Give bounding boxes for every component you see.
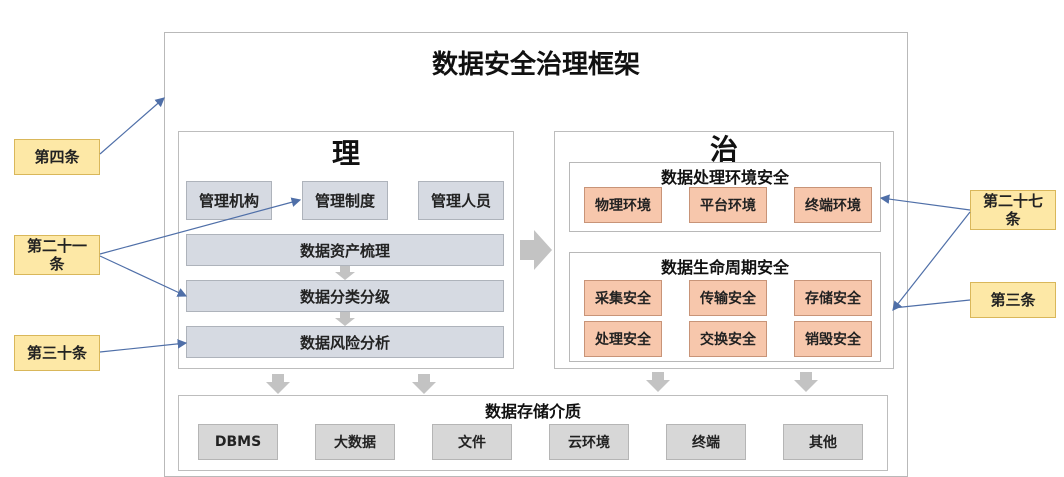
storage-title: 数据存储介质 xyxy=(484,402,581,421)
tag-article-30: 第三十条 xyxy=(14,335,100,371)
tag-article-3: 第三条 xyxy=(970,282,1056,318)
storage-cloud: 云环境 xyxy=(549,424,629,460)
platform-env-box: 平台环境 xyxy=(689,187,767,223)
left-panel-heading: 理 xyxy=(331,137,360,170)
asset-inventory-box: 数据资产梳理 xyxy=(186,234,504,266)
tag-article-4: 第四条 xyxy=(14,139,100,175)
risk-analysis-box: 数据风险分析 xyxy=(186,326,504,358)
exchange-security-box: 交换安全 xyxy=(689,321,767,357)
physical-env-box: 物理环境 xyxy=(584,187,662,223)
storage-dbms: DBMS xyxy=(198,424,278,460)
classification-box: 数据分类分级 xyxy=(186,280,504,312)
tag-article-27-label: 第二十七 条 xyxy=(982,192,1043,228)
env-security-title: 数据处理环境安全 xyxy=(660,168,789,187)
storage-file: 文件 xyxy=(432,424,512,460)
right-panel-heading: 治 xyxy=(709,133,738,166)
tag-article-27: 第二十七 条 xyxy=(970,190,1056,230)
page-title: 数据安全治理框架 xyxy=(431,50,640,80)
tag-article-21-label: 第二十一 条 xyxy=(26,237,87,273)
collection-security-box: 采集安全 xyxy=(584,280,662,316)
storage-panel xyxy=(178,395,888,471)
terminal-env-box: 终端环境 xyxy=(794,187,872,223)
lifecycle-security-title: 数据生命周期安全 xyxy=(660,258,789,277)
storage-bigdata: 大数据 xyxy=(315,424,395,460)
mgmt-policy-box: 管理制度 xyxy=(302,181,388,220)
processing-security-box: 处理安全 xyxy=(584,321,662,357)
mgmt-staff-box: 管理人员 xyxy=(418,181,504,220)
tag-article-21: 第二十一 条 xyxy=(14,235,100,275)
destruction-security-box: 销毁安全 xyxy=(794,321,872,357)
mgmt-org-box: 管理机构 xyxy=(186,181,272,220)
storage-other: 其他 xyxy=(783,424,863,460)
storage-terminal: 终端 xyxy=(666,424,746,460)
storage-security-box: 存储安全 xyxy=(794,280,872,316)
transmission-security-box: 传输安全 xyxy=(689,280,767,316)
connector-art4 xyxy=(99,97,165,155)
